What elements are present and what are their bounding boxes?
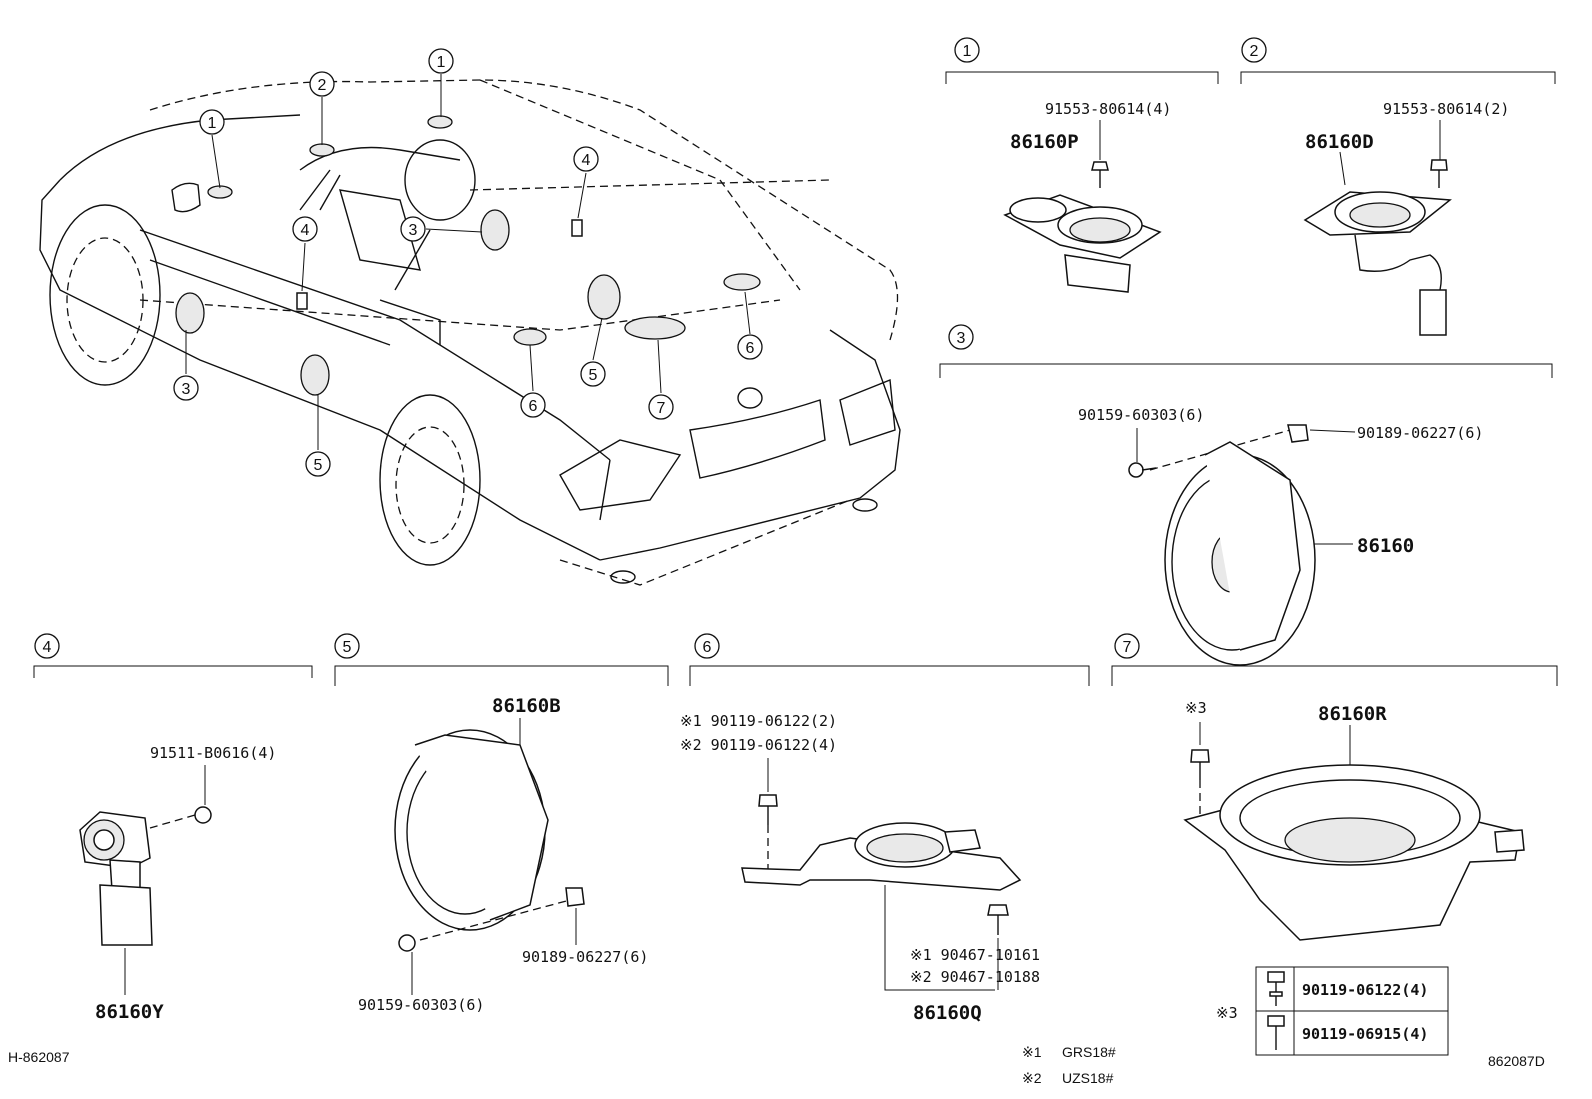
footnotes: ※1 GRS18# ※2 UZS18# — [1022, 1044, 1116, 1086]
section-2: 2 91553-80614(2) 86160D — [1240, 37, 1556, 336]
car-callout: 1 — [199, 109, 225, 135]
section-5: 5 86160B 90189-06227(6) 90159-60303(6) — [334, 633, 669, 1014]
section-3: 3 90159-60303(6) 90189-06227(6) 86160 — [939, 324, 1553, 666]
bolt-label: ※1 90119-06122(2) — [680, 712, 837, 730]
section-4: 4 91511-B0616(4) 86160Y — [33, 633, 313, 1023]
svg-text:2: 2 — [1250, 43, 1259, 60]
svg-text:5: 5 — [589, 367, 598, 384]
screw-icon — [398, 934, 416, 952]
car-callout: 6 — [737, 334, 763, 360]
clip-label: 90189-06227(6) — [1357, 424, 1483, 442]
svg-text:4: 4 — [301, 222, 310, 239]
car-callout: 1 — [428, 48, 454, 74]
svg-text:3: 3 — [409, 222, 418, 239]
svg-text:1: 1 — [208, 115, 217, 132]
tweeter-part — [79, 811, 153, 946]
illustration-code: 862087D — [1488, 1053, 1545, 1069]
fastener-label: 91511-B0616(4) — [150, 744, 276, 762]
car-callout: 3 — [173, 375, 199, 401]
svg-text:6: 6 — [529, 398, 538, 415]
screw-icon — [194, 806, 212, 824]
bolt-icon — [1190, 749, 1210, 780]
speaker-bracket-part — [741, 822, 1022, 891]
car-callout: 4 — [573, 146, 599, 172]
bolt-icon — [1091, 161, 1109, 188]
bolt-table: 90119-06122(4) 90119-06915(4) — [1255, 966, 1449, 1056]
car-callout: 4 — [292, 216, 318, 242]
svg-text:7: 7 — [657, 400, 666, 417]
section-1: 1 91553-80614(4) 86160P — [945, 37, 1219, 293]
footnote-text: UZS18# — [1062, 1070, 1114, 1086]
clip-label: ※1 90467-10161 — [910, 946, 1040, 964]
car-callout: 6 — [520, 392, 546, 418]
speaker-part — [1164, 441, 1316, 666]
car-callouts: 1 1 2 3 3 4 4 5 5 6 6 7 — [173, 48, 763, 477]
part-number-label: 86160B — [492, 695, 561, 717]
bolt-icon — [1267, 971, 1285, 1006]
clip-label: ※2 90467-10188 — [910, 968, 1040, 986]
drawing-code: H-862087 — [8, 1049, 70, 1065]
footnote-mark: ※2 — [1022, 1070, 1042, 1086]
svg-text:2: 2 — [318, 77, 327, 94]
table-part-number: 90119-06122(4) — [1302, 981, 1428, 999]
car-illustration — [39, 74, 901, 586]
car-callout: 5 — [305, 451, 331, 477]
section-7: 7 ※3 86160R — [1111, 633, 1558, 1056]
clip-label: 90189-06227(6) — [522, 948, 648, 966]
bolt-icon — [758, 794, 778, 825]
table-part-number: 90119-06915(4) — [1302, 1025, 1428, 1043]
part-number-label: 86160 — [1357, 535, 1414, 557]
bolt-label: ※2 90119-06122(4) — [680, 736, 837, 754]
footnote-mark: ※1 — [1022, 1044, 1042, 1060]
screw-icon — [1128, 462, 1157, 478]
tweeter-bracket-part — [1003, 194, 1162, 293]
woofer-part — [1183, 764, 1525, 941]
svg-text:4: 4 — [582, 152, 591, 169]
reference-mark: ※3 — [1185, 699, 1207, 717]
part-number-label: 86160P — [1010, 131, 1079, 153]
speaker-part — [394, 729, 549, 931]
svg-text:5: 5 — [343, 639, 352, 656]
svg-text:4: 4 — [43, 639, 52, 656]
fastener-label: 91553-80614(2) — [1383, 100, 1509, 118]
clip-icon — [1287, 424, 1309, 443]
tweeter-part — [1303, 191, 1452, 336]
car-callout: 7 — [648, 394, 674, 420]
car-callout: 3 — [400, 216, 426, 242]
svg-text:7: 7 — [1123, 639, 1132, 656]
clip-icon — [987, 904, 1009, 935]
table-mark: ※3 — [1216, 1004, 1238, 1022]
bolt-icon — [1430, 159, 1448, 188]
part-number-label: 86160D — [1305, 131, 1374, 153]
footnote-text: GRS18# — [1062, 1044, 1116, 1060]
svg-text:3: 3 — [957, 330, 966, 347]
bolt-icon — [1267, 1015, 1285, 1050]
part-number-label: 86160Q — [913, 1002, 982, 1024]
clip-icon — [565, 887, 585, 907]
svg-text:3: 3 — [182, 381, 191, 398]
car-callout: 2 — [309, 71, 335, 97]
section-6: 6 ※1 90119-06122(2) ※2 90119-06122(4) ※1… — [680, 633, 1090, 1024]
svg-text:6: 6 — [703, 639, 712, 656]
svg-text:6: 6 — [746, 340, 755, 357]
svg-text:5: 5 — [314, 457, 323, 474]
part-number-label: 86160Y — [95, 1001, 164, 1023]
screw-label: 90159-60303(6) — [358, 996, 484, 1014]
svg-text:1: 1 — [963, 43, 972, 60]
screw-label: 90159-60303(6) — [1078, 406, 1204, 424]
fastener-label: 91553-80614(4) — [1045, 100, 1171, 118]
svg-text:1: 1 — [437, 54, 446, 71]
car-callout: 5 — [580, 361, 606, 387]
part-number-label: 86160R — [1318, 703, 1387, 725]
